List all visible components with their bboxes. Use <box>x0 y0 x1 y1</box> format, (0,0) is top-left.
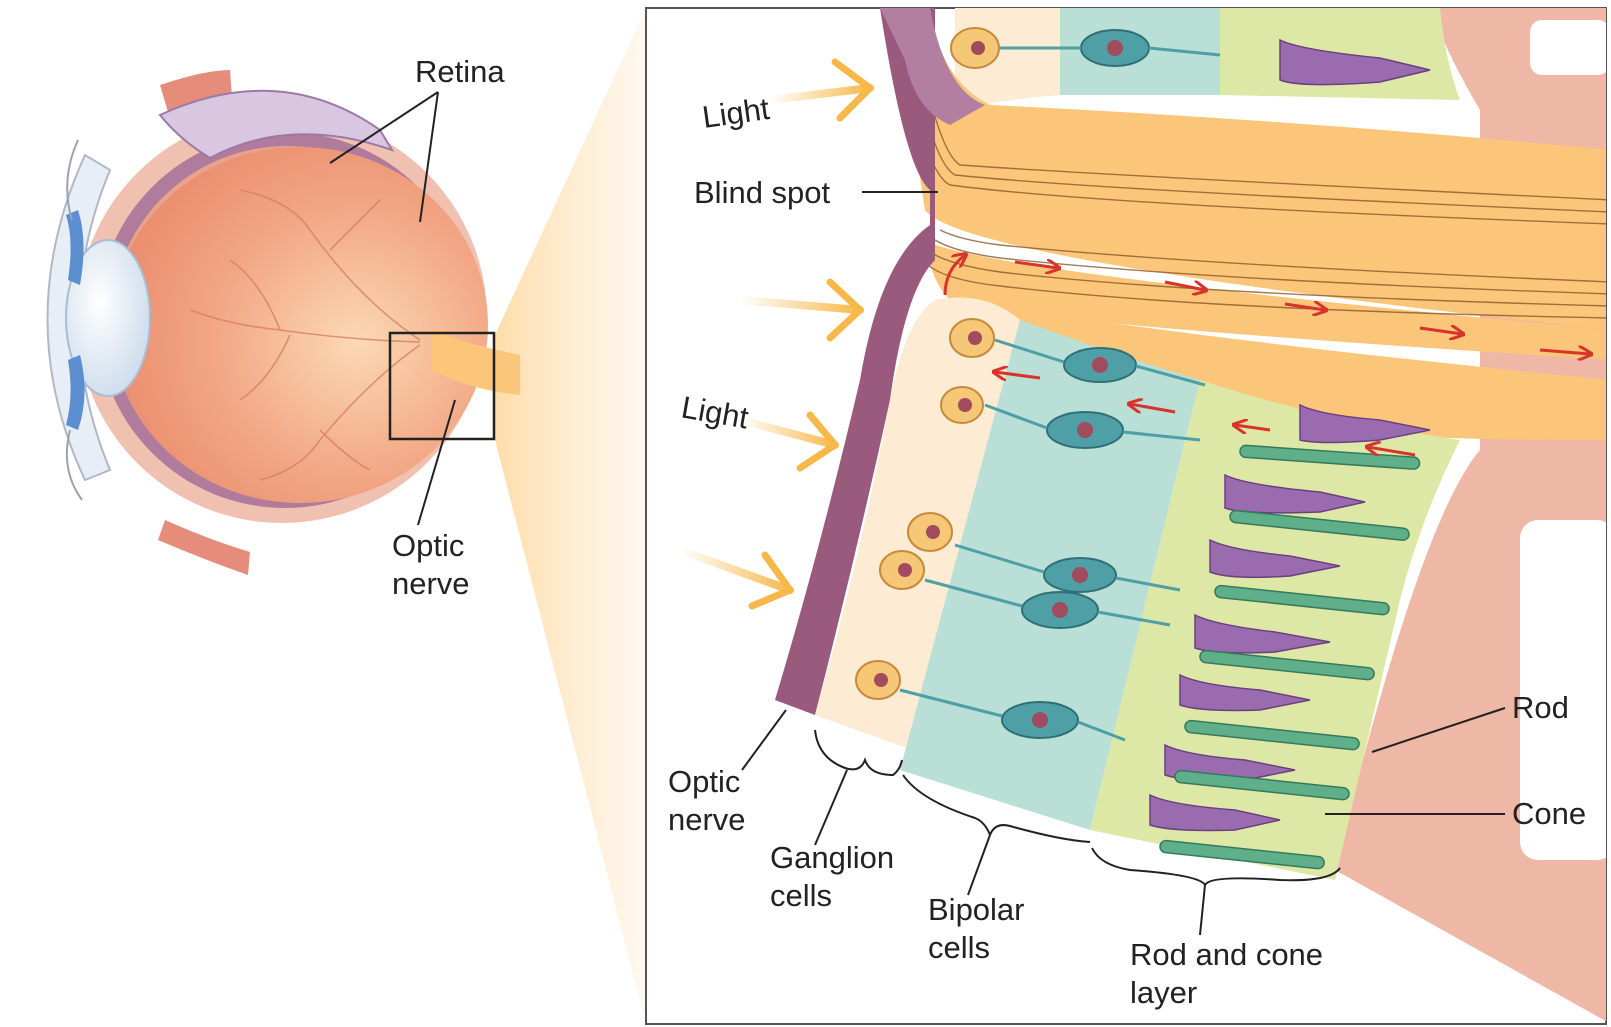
sclera-hole-top <box>1530 20 1610 75</box>
eye-cross-section <box>48 70 521 575</box>
blind-spot-label: Blind spot <box>694 175 831 210</box>
vitreous-body <box>112 147 488 503</box>
rod-label: Rod <box>1512 690 1569 725</box>
retina-label: Retina <box>415 54 505 89</box>
eye-muscle-bottom <box>158 520 250 575</box>
zoom-wedge <box>495 8 646 1024</box>
optic-nerve-eye-label: Optic nerve <box>392 528 473 601</box>
cone-label: Cone <box>1512 796 1586 831</box>
